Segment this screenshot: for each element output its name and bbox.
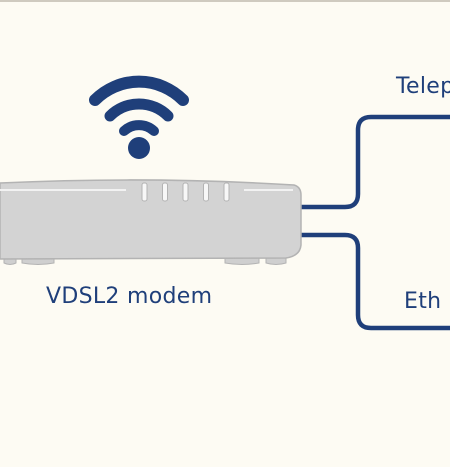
modem-device bbox=[0, 179, 302, 265]
indicator-light bbox=[141, 182, 148, 202]
indicator-lights bbox=[141, 182, 230, 202]
indicator-light bbox=[223, 182, 230, 202]
top-divider bbox=[0, 0, 450, 2]
phone-cable bbox=[297, 114, 450, 210]
modem-body bbox=[0, 179, 302, 260]
ethernet-label: Eth bbox=[404, 289, 442, 314]
ethernet-cable bbox=[297, 232, 450, 331]
wifi-icon bbox=[89, 75, 189, 159]
indicator-light bbox=[162, 182, 168, 202]
indicator-light bbox=[182, 182, 189, 202]
indicator-light bbox=[203, 182, 209, 202]
modem-label: VDSL2 modem bbox=[46, 284, 213, 309]
telephone-label: Telep bbox=[396, 74, 450, 99]
